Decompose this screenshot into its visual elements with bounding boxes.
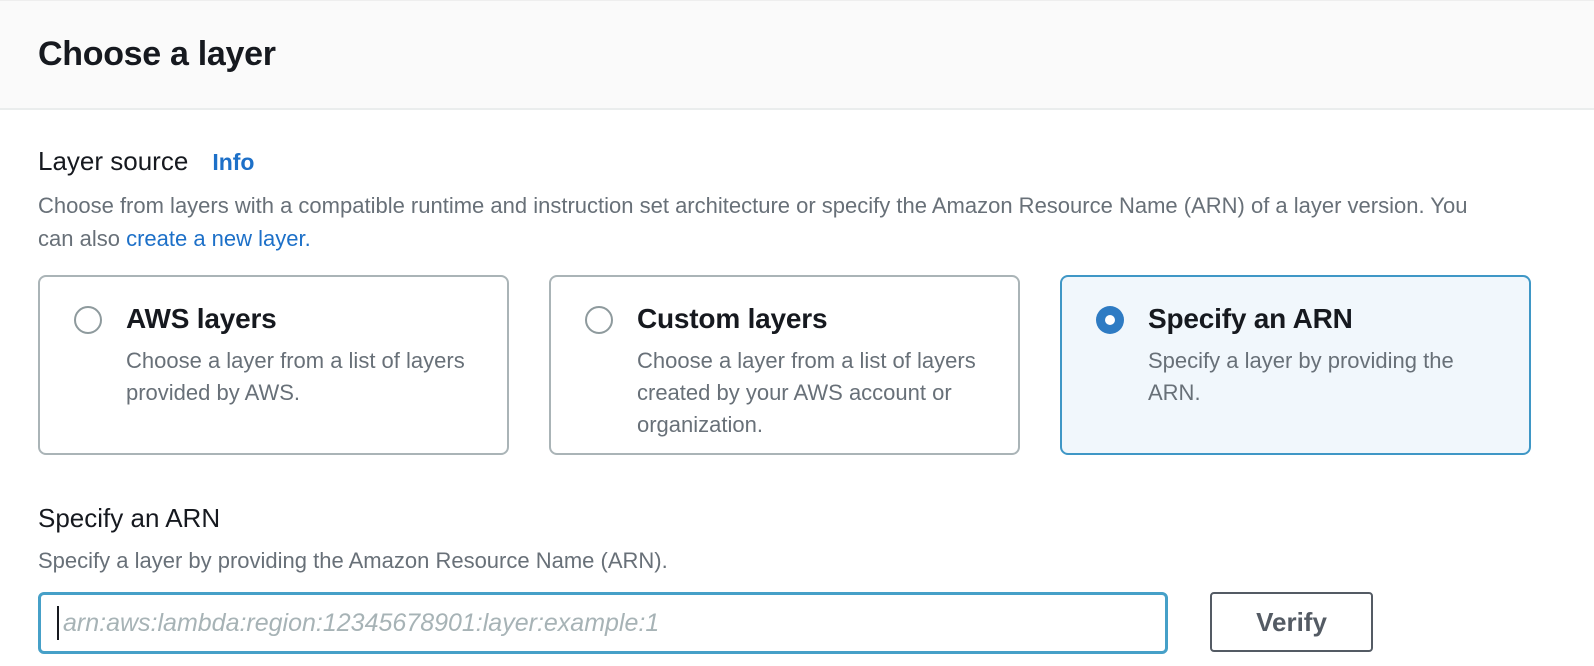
layer-source-options: AWS layers Choose a layer from a list of… xyxy=(38,275,1531,455)
arn-input-row: Verify xyxy=(38,592,1532,654)
layer-source-label-row: Layer source Info xyxy=(38,146,1532,177)
radio-checked-icon[interactable] xyxy=(1096,306,1124,334)
radio-card-aws-layers[interactable]: AWS layers Choose a layer from a list of… xyxy=(38,275,509,455)
card-title-custom-layers: Custom layers xyxy=(637,303,828,334)
card-text: Specify an ARN Specify a layer by provid… xyxy=(1148,303,1505,453)
arn-input[interactable] xyxy=(38,592,1168,654)
panel-content: Layer source Info Choose from layers wit… xyxy=(0,110,1594,654)
arn-section-description: Specify a layer by providing the Amazon … xyxy=(38,548,668,573)
radio-unchecked-icon[interactable] xyxy=(585,306,613,334)
info-link[interactable]: Info xyxy=(212,149,255,175)
layer-source-label: Layer source xyxy=(38,146,189,176)
card-text: Custom layers Choose a layer from a list… xyxy=(637,303,994,453)
card-desc-custom-layers: Choose a layer from a list of layers cre… xyxy=(637,348,976,437)
layer-source-description: Choose from layers with a compatible run… xyxy=(38,189,1508,255)
layer-source-description-text: Choose from layers with a compatible run… xyxy=(38,193,1468,251)
verify-button[interactable]: Verify xyxy=(1210,592,1373,652)
card-title-specify-arn: Specify an ARN xyxy=(1148,303,1353,334)
card-text: AWS layers Choose a layer from a list of… xyxy=(126,303,483,453)
radio-unchecked-icon[interactable] xyxy=(74,306,102,334)
card-desc-specify-arn: Specify a layer by providing the ARN. xyxy=(1148,348,1454,405)
page-title: Choose a layer xyxy=(38,35,276,73)
card-title-aws-layers: AWS layers xyxy=(126,303,277,334)
card-desc-aws-layers: Choose a layer from a list of layers pro… xyxy=(126,348,465,405)
radio-card-specify-arn[interactable]: Specify an ARN Specify a layer by provid… xyxy=(1060,275,1531,455)
arn-section-title: Specify an ARN xyxy=(38,503,221,533)
arn-input-wrapper xyxy=(38,592,1168,654)
panel-header: Choose a layer xyxy=(0,0,1594,110)
radio-card-custom-layers[interactable]: Custom layers Choose a layer from a list… xyxy=(549,275,1020,455)
create-new-layer-link[interactable]: create a new layer. xyxy=(126,226,311,251)
text-caret xyxy=(57,606,59,640)
